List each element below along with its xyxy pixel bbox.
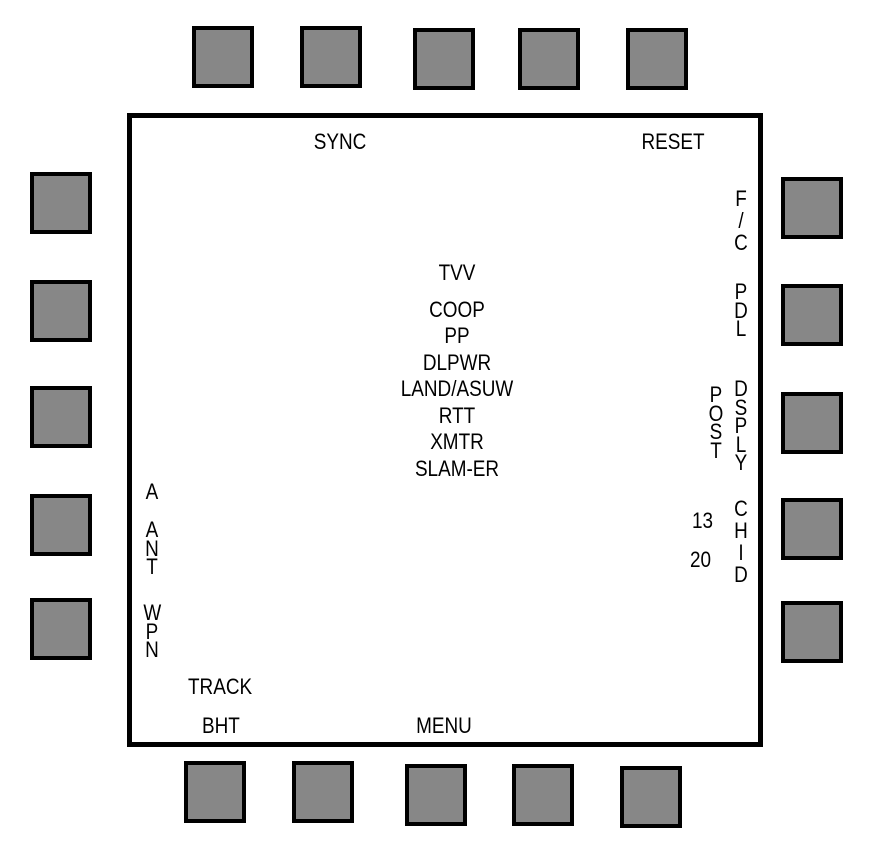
- channel-value-20: 20: [690, 547, 712, 572]
- osb-left-4[interactable]: [30, 494, 92, 556]
- osb-left-3[interactable]: [30, 386, 92, 448]
- osb-left-2[interactable]: [30, 280, 92, 342]
- bht-label: BHT: [202, 713, 240, 738]
- pdl-label: P D L: [734, 279, 748, 341]
- osb-top-3[interactable]: [413, 28, 475, 90]
- osb-bottom-1[interactable]: [184, 761, 246, 823]
- menu-label: MENU: [416, 713, 472, 738]
- fc-label: F / C: [734, 186, 748, 255]
- osb-bottom-5[interactable]: [620, 766, 682, 828]
- osb-top-2[interactable]: [300, 26, 362, 88]
- wpn-label: W P N: [143, 600, 162, 662]
- osb-right-2[interactable]: [781, 284, 843, 346]
- channel-value-13: 13: [692, 508, 714, 533]
- center-list-item-dlpwr: DLPWR: [422, 349, 492, 375]
- chid-label: C H I D: [734, 496, 748, 587]
- osb-right-1[interactable]: [781, 177, 843, 239]
- center-list-item-pp: PP: [444, 323, 470, 348]
- center-list-item-land-asuw: LAND/ASUW: [400, 376, 514, 401]
- center-list-item-coop: COOP: [429, 296, 485, 322]
- center-list-item-xmtr: XMTR: [430, 429, 484, 454]
- center-list-item-rtt: RTT: [438, 402, 476, 428]
- center-list-item-tvv: TVV: [438, 260, 476, 285]
- osb-bottom-4[interactable]: [512, 764, 574, 826]
- osb-right-3[interactable]: [781, 392, 843, 454]
- osb-top-5[interactable]: [626, 28, 688, 90]
- dsply-label: D S P L Y: [734, 376, 748, 475]
- center-list: TVV COOP PP DLPWR LAND/ASUW RTT XMTR SLA…: [387, 260, 527, 482]
- ant-label: A N T: [145, 517, 159, 579]
- sync-label: SYNC: [313, 129, 367, 154]
- osb-top-1[interactable]: [192, 26, 254, 88]
- track-label: TRACK: [188, 674, 253, 699]
- osb-right-4[interactable]: [781, 498, 843, 560]
- osb-left-1[interactable]: [30, 172, 92, 234]
- a-label: A: [145, 479, 159, 504]
- reset-label: RESET: [641, 129, 705, 154]
- post-label: P O S T: [708, 382, 724, 463]
- osb-right-5[interactable]: [781, 601, 843, 663]
- osb-top-4[interactable]: [518, 28, 580, 90]
- osb-bottom-2[interactable]: [292, 761, 354, 823]
- mfd-display: SYNC RESET TVV COOP PP DLPWR LAND/ASUW R…: [127, 113, 763, 747]
- osb-left-5[interactable]: [30, 598, 92, 660]
- center-list-item-slam-er: SLAM-ER: [414, 455, 500, 481]
- osb-bottom-3[interactable]: [405, 764, 467, 826]
